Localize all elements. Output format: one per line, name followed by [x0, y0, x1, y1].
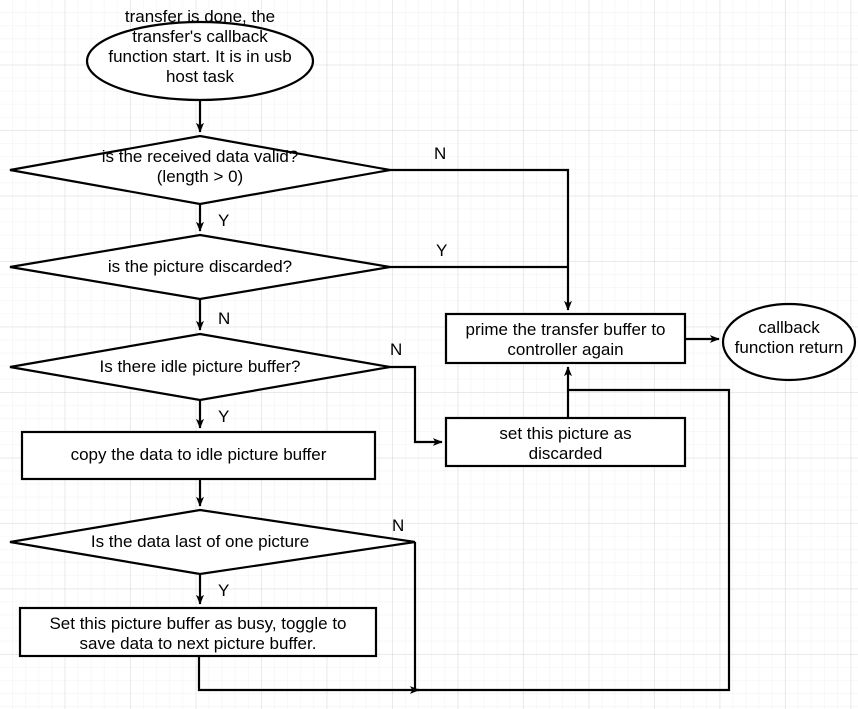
edge-valid-no-to-prime-buffer: [390, 168, 572, 311]
node-start-shape: [85, 20, 315, 102]
edge-label-idle-buffer-no: N: [390, 340, 403, 359]
edge-label-discarded-no: N: [218, 309, 231, 328]
edge-idle-buffer-no-to-set-discarded: [390, 365, 443, 446]
node-set-discarded-shape: [444, 416, 687, 468]
node-decision-idle-buffer-shape: [9, 332, 391, 402]
node-decision-discarded-shape: [9, 233, 391, 301]
node-decision-valid-shape: [9, 134, 391, 206]
edge-bottom-rail-to-prime-buffer: [415, 366, 731, 692]
edge-set-busy-to-bottom-rail: [197, 656, 420, 694]
node-set-busy-shape: [18, 606, 378, 658]
node-decision-last-data-shape: [9, 508, 416, 576]
node-callback-return-shape: [721, 302, 857, 382]
edge-label-valid-yes: Y: [218, 211, 230, 230]
node-prime-buffer-shape: [444, 312, 687, 365]
edge-label-last-data-no: N: [392, 516, 405, 535]
edge-label-idle-buffer-yes: Y: [218, 407, 230, 426]
node-copy-data-shape: [20, 430, 377, 481]
edge-label-valid-no: N: [434, 144, 447, 163]
edge-label-last-data-yes: Y: [218, 581, 230, 600]
edge-label-discarded-yes: Y: [436, 241, 448, 260]
